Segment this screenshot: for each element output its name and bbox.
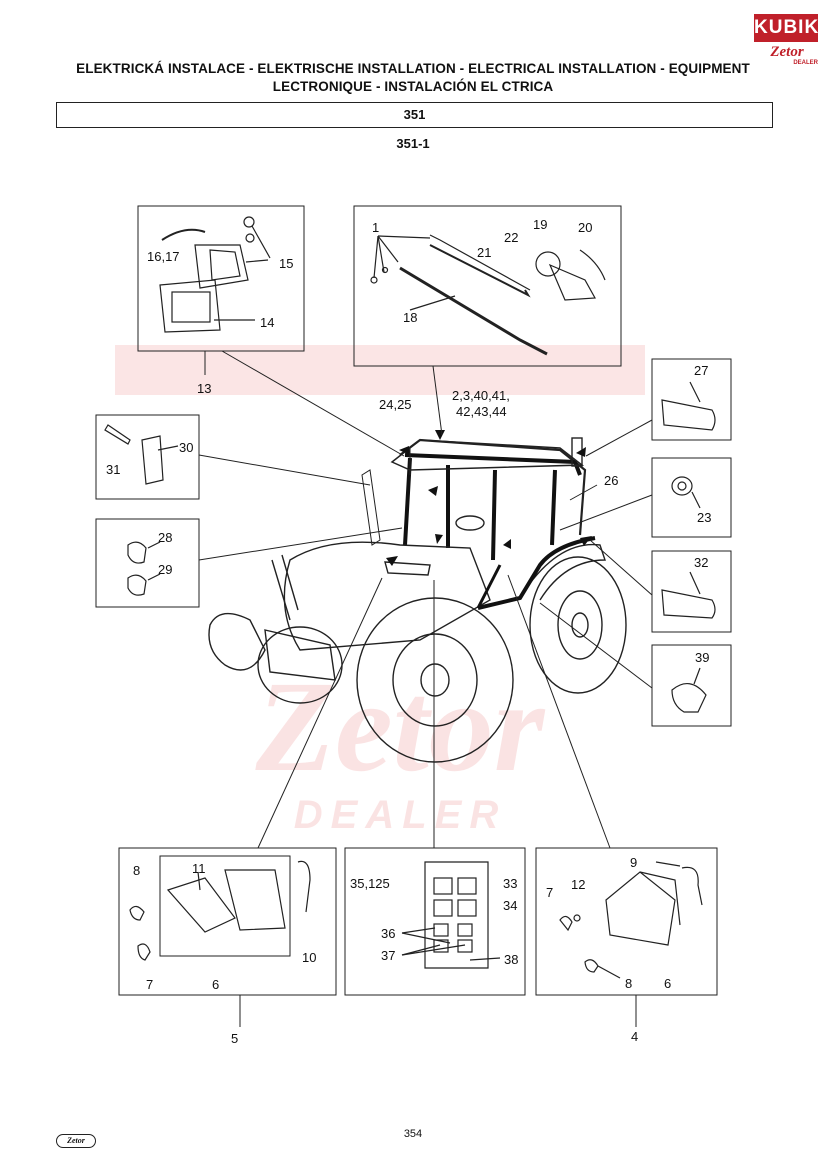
part-right-lamp [559,861,703,979]
part-left-lamp [129,860,311,961]
callout-14: 14 [260,315,274,330]
callout-36: 36 [381,926,395,941]
callout-29: 29 [158,562,172,577]
callout-1: 1 [372,220,379,235]
logo-brand: KUBIK [754,14,818,42]
part-switch-caps [127,541,161,596]
part-fusebox [401,861,501,969]
callout-11: 11 [192,861,206,876]
callout-28: 28 [158,530,172,545]
callout-39: 39 [695,650,709,665]
detail-box-right-lamp [535,847,718,996]
detail-box-grommet [651,457,732,538]
subsection-number: 351-1 [396,136,430,151]
detail-box-left-lamp [118,847,337,996]
callout-6-left: 6 [212,977,219,992]
callout-10: 10 [302,950,316,965]
callout-30: 30 [179,440,193,455]
page-number: 354 [403,1128,423,1140]
callout-6-right: 6 [664,976,671,991]
callout-labels: 1 2,3,40,41, 42,43,44 4 5 6 6 7 7 8 8 9 … [106,217,711,1046]
part-wiper [370,234,606,356]
part-strap-27 [661,381,716,431]
part-wiring-marker [104,424,179,485]
callout-21: 21 [477,245,491,260]
logo-sub: Zetor [770,44,804,60]
detail-box-switch-caps [95,518,200,608]
callout-16: 16,17 [147,249,180,264]
callout-38: 38 [504,952,518,967]
watermark-zetor: Zetor [255,655,546,799]
detail-box-fusebox [344,847,526,996]
callout-22: 22 [504,230,518,245]
part-grommet [671,476,701,509]
logo-dealer: DEALER [793,60,818,66]
callout-24: 24,25 [379,397,412,412]
callout-8-left: 8 [133,863,140,878]
detail-box-wiper [353,205,622,367]
kubik-zetor-logo: KUBIK Zetor DEALER [754,14,818,66]
callout-33: 33 [503,876,517,891]
page-title-line-2: LECTRONIQUE - INSTALACIÓN EL CTRICA [272,79,554,94]
callout-15: 15 [279,256,293,271]
callout-37: 37 [381,948,395,963]
part-headlight [159,216,271,333]
callout-9: 9 [630,855,637,870]
callout-7-left: 7 [146,977,153,992]
callout-13: 13 [197,381,211,396]
callout-34: 34 [503,898,517,913]
callout-26: 26 [604,473,618,488]
footer-zetor-logo: Zetor [56,1134,96,1148]
detail-box-strap-32 [651,550,732,633]
detail-box-wiring-marker [95,414,200,500]
arrow-heads [386,430,592,566]
page-title-line-1: ELEKTRICKÁ INSTALACE - ELEKTRISCHE INSTA… [76,61,750,76]
leader-lines [198,350,653,1027]
detail-box-left-lamp-inner [159,855,291,957]
callout-2b: 42,43,44 [456,404,507,419]
callout-7-right: 7 [546,885,553,900]
callout-27: 27 [694,363,708,378]
callout-23: 23 [697,510,711,525]
detail-box-strap-27 [651,358,732,441]
callout-8-right: 8 [625,976,632,991]
callout-2: 2,3,40,41, [452,388,510,403]
callout-31: 31 [106,462,120,477]
callout-20: 20 [578,220,592,235]
callout-5: 5 [231,1031,238,1046]
part-clip [671,667,707,713]
detail-box-clip [651,644,732,727]
callout-32: 32 [694,555,708,570]
watermark-dealer: DEALER [294,793,506,837]
callout-4: 4 [631,1029,638,1044]
detail-box-headlight [137,205,305,352]
section-number: 351 [56,102,773,128]
callout-19: 19 [533,217,547,232]
callout-18: 18 [403,310,417,325]
callout-12: 12 [571,877,585,892]
part-strap-32 [661,571,716,619]
watermark: Zetor DEALER [115,345,645,837]
callout-35: 35,125 [350,876,390,891]
